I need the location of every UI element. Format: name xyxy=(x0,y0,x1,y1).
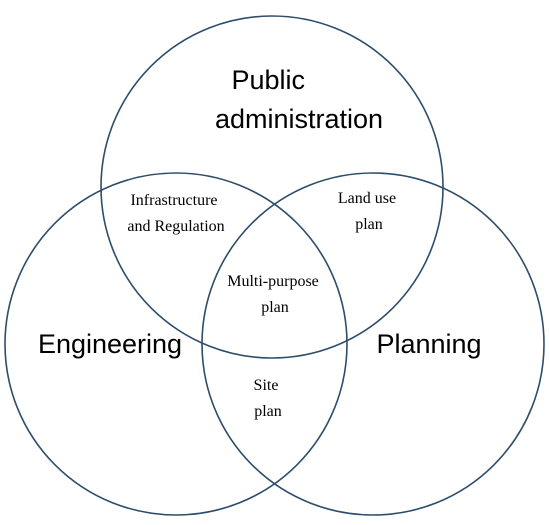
label-land-use-plan-line-1: Land use xyxy=(338,190,396,207)
label-multi-purpose-plan: Multi-purpose plan xyxy=(227,273,323,316)
label-public-administration-line-2: administration xyxy=(215,104,383,134)
label-planning: Planning xyxy=(376,329,481,359)
label-site-plan-line-1: Site xyxy=(254,377,279,394)
label-site-plan-line-2: plan xyxy=(254,403,282,420)
label-planning-line-1: Planning xyxy=(376,329,481,359)
circle-engineering xyxy=(4,172,348,516)
label-land-use-plan-line-2: plan xyxy=(355,216,383,233)
label-multi-purpose-plan-line-1: Multi-purpose xyxy=(227,273,319,290)
label-land-use-plan: Land use plan xyxy=(338,190,400,233)
circle-planning xyxy=(201,172,545,516)
label-infrastructure-regulation: Infrastructure and Regulation xyxy=(127,192,224,235)
label-site-plan: Site plan xyxy=(254,377,283,420)
label-engineering: Engineering xyxy=(38,329,182,359)
label-infrastructure-regulation-line-2: and Regulation xyxy=(127,218,224,235)
label-engineering-line-1: Engineering xyxy=(38,329,182,359)
circle-public-administration xyxy=(100,15,444,359)
label-multi-purpose-plan-line-2: plan xyxy=(261,299,289,316)
label-public-administration-line-1: Public xyxy=(231,65,305,95)
label-infrastructure-regulation-line-1: Infrastructure xyxy=(130,192,217,209)
label-public-administration: Public administration xyxy=(215,65,383,134)
